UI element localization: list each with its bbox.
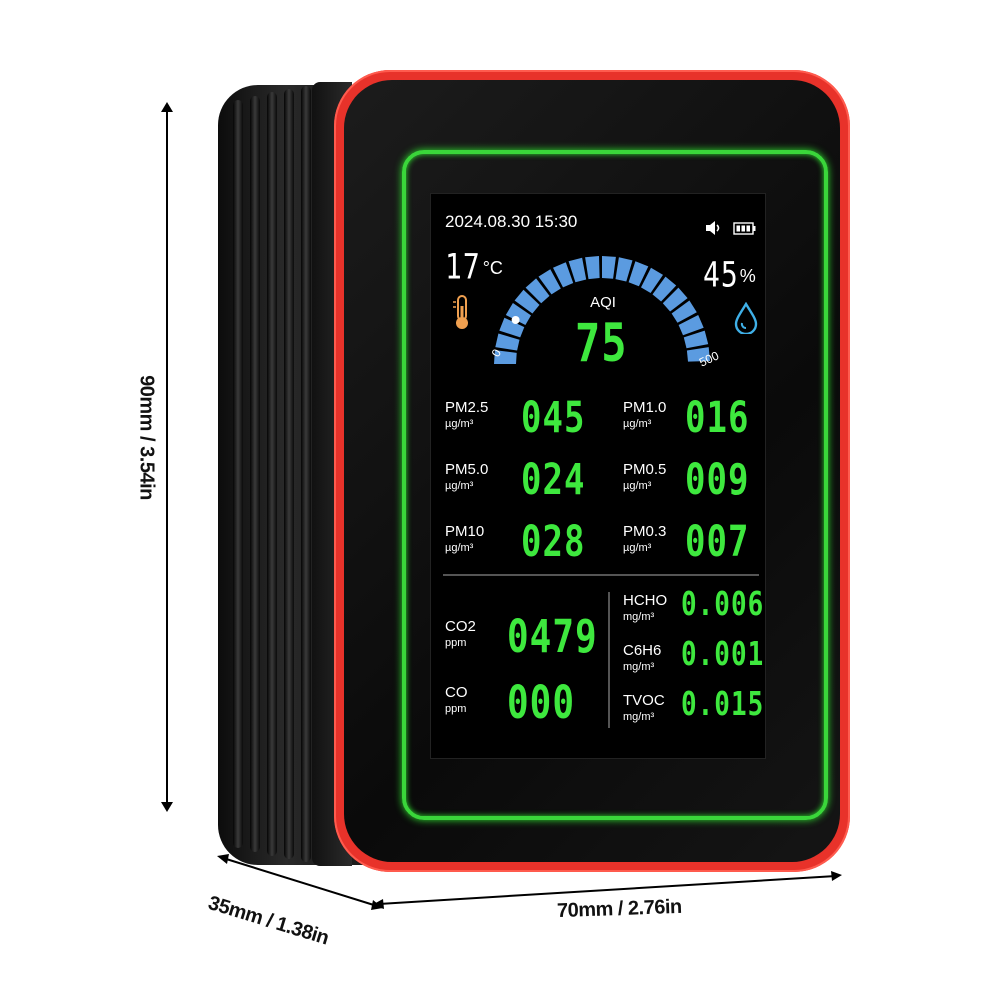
reading-value: 045 bbox=[521, 393, 586, 443]
reading-unit: µg/m³ bbox=[445, 480, 474, 492]
thermometer-icon bbox=[453, 295, 468, 329]
reading-unit: µg/m³ bbox=[445, 418, 474, 430]
aqi-gauge-segment bbox=[495, 333, 520, 351]
reading-unit: µg/m³ bbox=[445, 542, 474, 554]
reading-unit: µg/m³ bbox=[623, 542, 652, 554]
reading-unit: mg/m³ bbox=[623, 661, 655, 673]
section-divider bbox=[443, 574, 759, 576]
reading-name: PM1.0 bbox=[623, 399, 667, 416]
reading-name: CO2 bbox=[445, 618, 476, 635]
temperature-value: 17 bbox=[445, 246, 481, 288]
humidity-unit: % bbox=[739, 266, 756, 286]
reading-unit: µg/m³ bbox=[623, 418, 652, 430]
aqi-gauge-segment bbox=[494, 350, 517, 364]
height-arrow-top-icon bbox=[161, 102, 173, 112]
column-divider bbox=[608, 592, 610, 728]
vent-fin bbox=[284, 89, 294, 859]
aqi-label: AQI bbox=[590, 294, 616, 311]
reading-name: TVOC bbox=[623, 692, 665, 709]
reading-value: 0.015 bbox=[681, 686, 765, 724]
aqi-gauge-segment bbox=[538, 269, 561, 295]
reading-name: PM0.5 bbox=[623, 461, 667, 478]
reading-name: PM5.0 bbox=[445, 461, 489, 478]
height-dimension-label: 90mm / 3.54in bbox=[135, 375, 158, 500]
height-arrow-bottom-icon bbox=[161, 802, 173, 812]
reading-value: 007 bbox=[685, 517, 750, 567]
temperature-display: 17°C bbox=[445, 246, 503, 287]
reading-name: PM2.5 bbox=[445, 399, 489, 416]
vent-fin bbox=[233, 100, 243, 848]
reading-value: 0479 bbox=[507, 612, 598, 664]
reading-name: PM10 bbox=[445, 523, 485, 540]
temperature-unit: °C bbox=[482, 258, 503, 278]
reading-unit: ppm bbox=[445, 637, 467, 649]
aqi-gauge-segment bbox=[628, 261, 649, 287]
reading-unit: ppm bbox=[445, 703, 467, 715]
aqi-gauge-segment bbox=[662, 287, 688, 312]
lcd-screen: 2024.08.30 15:30 17°C 45% AQI 75 0 500 bbox=[430, 193, 766, 759]
battery-icon bbox=[733, 222, 756, 235]
aqi-gauge-segment bbox=[683, 330, 709, 349]
reading-unit: µg/m³ bbox=[623, 480, 652, 492]
reading-unit: mg/m³ bbox=[623, 711, 655, 723]
reading-value: 0.001 bbox=[681, 636, 765, 674]
reading-value: 024 bbox=[521, 455, 586, 505]
humidity-display: 45% bbox=[703, 254, 756, 295]
reading-value: 009 bbox=[685, 455, 750, 505]
aqi-gauge-segment bbox=[641, 267, 663, 293]
vent-fin bbox=[267, 92, 277, 856]
aqi-gauge-segment bbox=[671, 300, 697, 323]
aqi-gauge-segment bbox=[585, 256, 600, 280]
reading-name: C6H6 bbox=[623, 642, 662, 659]
aqi-gauge-segment bbox=[615, 257, 633, 282]
aqi-gauge-segment bbox=[499, 317, 525, 338]
humidity-value: 45 bbox=[703, 254, 739, 296]
width-dimension-label: 70mm / 2.76in bbox=[556, 895, 683, 923]
aqi-gauge-segment bbox=[602, 256, 616, 279]
reading-name: PM0.3 bbox=[623, 523, 667, 540]
height-dimension-line bbox=[166, 108, 168, 808]
reading-value: 000 bbox=[507, 678, 576, 730]
aqi-gauge-segment bbox=[525, 278, 550, 304]
aqi-gauge bbox=[494, 256, 710, 364]
green-led-border bbox=[402, 150, 828, 820]
aqi-gauge-indicator bbox=[511, 316, 520, 324]
aqi-gauge-segment bbox=[553, 262, 574, 288]
reading-value: 016 bbox=[685, 393, 750, 443]
width-dimension-line bbox=[372, 871, 842, 909]
vent-fin bbox=[301, 86, 311, 862]
reading-name: CO bbox=[445, 684, 468, 701]
aqi-value: 75 bbox=[575, 312, 628, 374]
reading-name: HCHO bbox=[623, 592, 668, 609]
reading-value: 0.006 bbox=[681, 586, 765, 624]
aqi-gauge-segment bbox=[652, 276, 677, 302]
aqi-gauge-segment bbox=[568, 257, 587, 283]
aqi-gauge-segment bbox=[514, 289, 540, 314]
aqi-gauge-segment bbox=[505, 303, 531, 325]
aqi-gauge-segment bbox=[686, 347, 710, 362]
reading-unit: mg/m³ bbox=[623, 611, 655, 623]
datetime-display: 2024.08.30 15:30 bbox=[445, 212, 578, 231]
vent-fin bbox=[250, 96, 260, 852]
speaker-icon bbox=[706, 221, 720, 235]
aqi-gauge-segment bbox=[678, 315, 704, 336]
reading-value: 028 bbox=[521, 517, 586, 567]
water-drop-icon bbox=[734, 302, 758, 334]
